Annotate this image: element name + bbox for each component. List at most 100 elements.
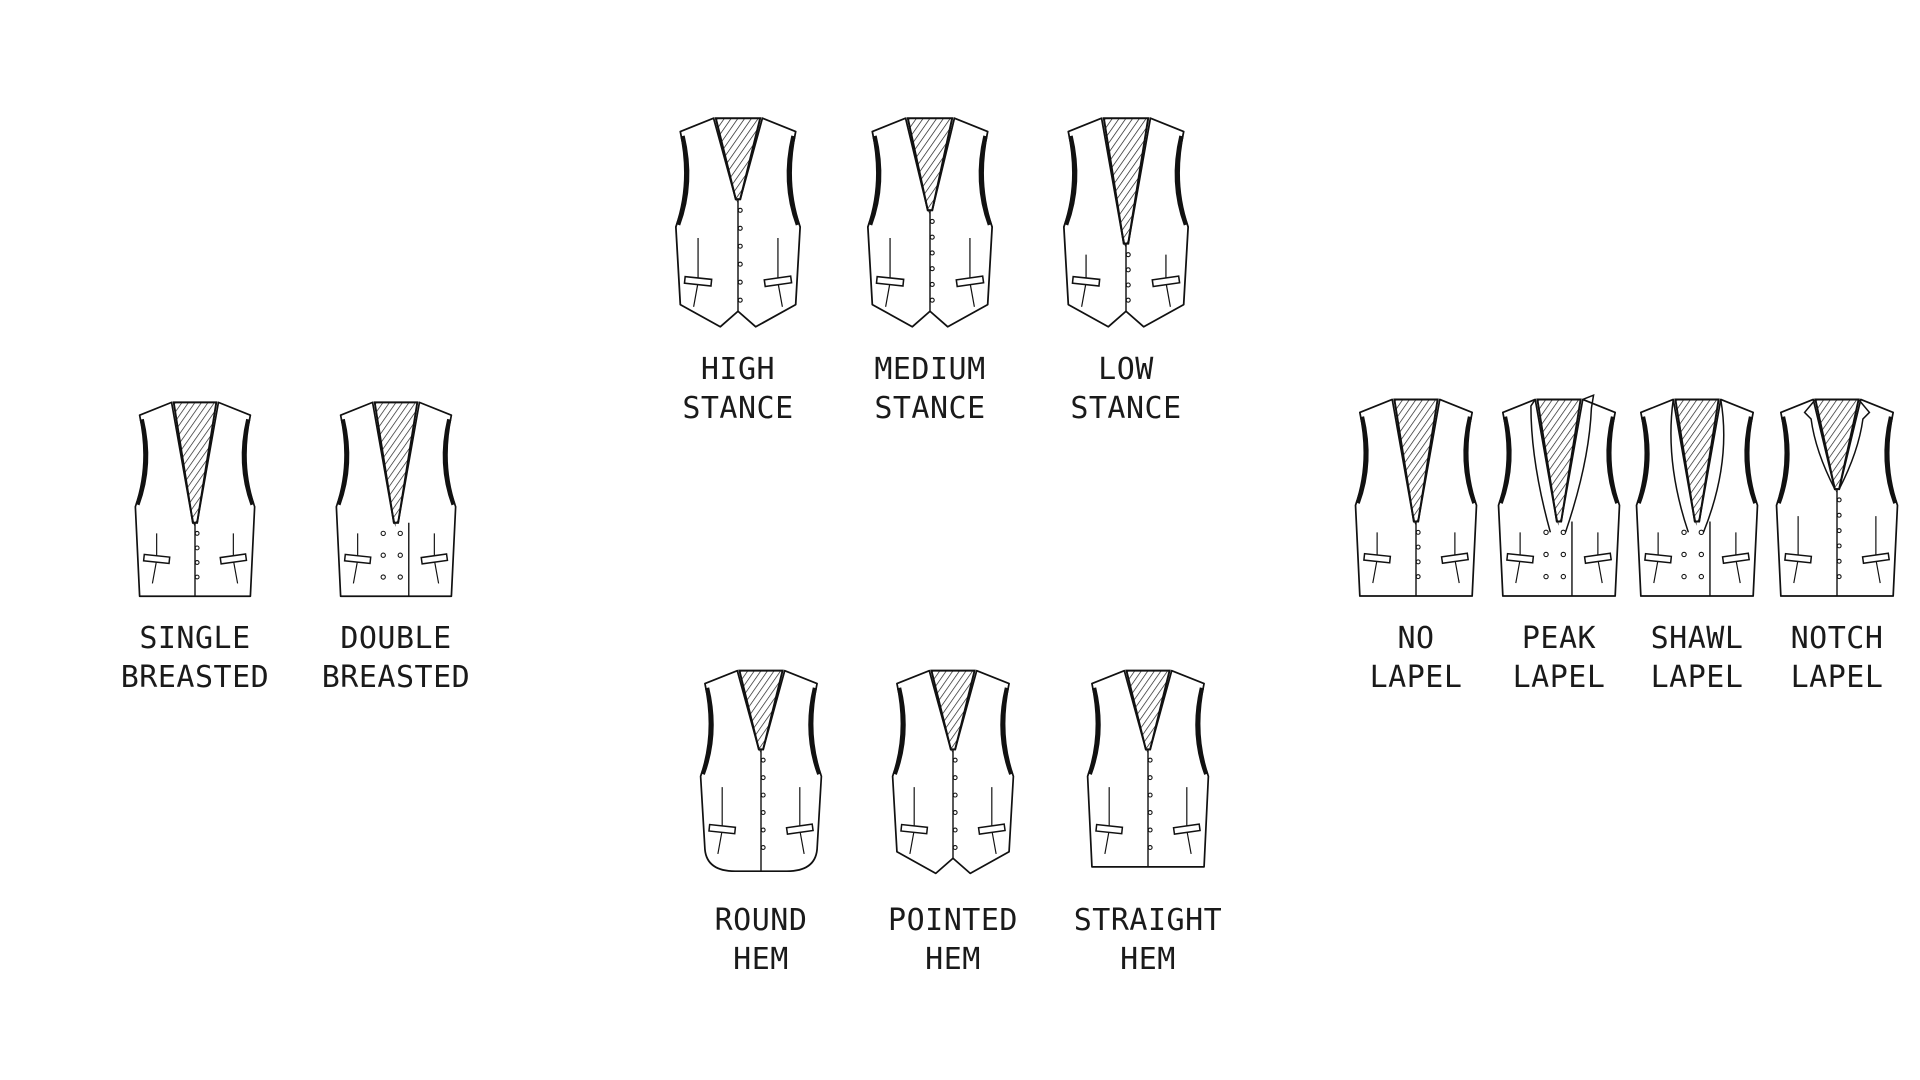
button — [1698, 551, 1705, 558]
vest-double-breasted: DOUBLE BREASTED — [296, 396, 496, 697]
button — [1147, 810, 1153, 816]
vest-illustration-icon — [1048, 653, 1248, 891]
button — [952, 844, 958, 850]
button — [1147, 827, 1153, 833]
button — [380, 530, 386, 537]
button — [1415, 529, 1421, 535]
button — [737, 225, 743, 231]
vest-label-line: NOTCH — [1790, 621, 1884, 656]
vest-label-line: LAPEL — [1512, 660, 1606, 695]
button — [929, 281, 935, 287]
vest-label-line: LAPEL — [1650, 660, 1744, 695]
button — [929, 250, 935, 256]
pocket — [1861, 552, 1891, 565]
button — [1836, 512, 1842, 518]
pocket — [1095, 823, 1124, 835]
vest-label-line: ROUND — [714, 903, 808, 938]
button — [1836, 528, 1842, 534]
button — [1125, 252, 1131, 258]
button — [737, 261, 743, 267]
pocket — [1784, 552, 1813, 564]
vest-label-line: LAPEL — [1790, 660, 1884, 695]
vest-label-line: HIGH — [700, 352, 776, 387]
button — [929, 266, 935, 272]
vest-illustration-icon — [1597, 393, 1797, 609]
button — [1125, 282, 1131, 288]
vest-label: POINTED HEM — [853, 901, 1053, 979]
vest-label-line: SHAWL — [1650, 621, 1744, 656]
button — [194, 545, 200, 551]
button — [1125, 267, 1131, 273]
vest-illustration-icon — [1459, 393, 1659, 609]
button — [1681, 573, 1687, 580]
button — [397, 552, 403, 558]
vest-label-line: POINTED — [888, 903, 1018, 938]
vest-label-line: STRAIGHT — [1073, 903, 1223, 938]
pocket — [1071, 275, 1101, 287]
button — [1698, 573, 1705, 580]
neck-hatch — [1102, 117, 1150, 245]
pocket — [785, 823, 814, 835]
vest-illustration-icon — [853, 653, 1053, 891]
vest-label-line: NO — [1397, 621, 1435, 656]
vest-illustration-icon — [1316, 393, 1516, 609]
pocket — [900, 823, 929, 835]
button — [1147, 792, 1153, 798]
button — [760, 757, 766, 763]
button — [1560, 551, 1567, 558]
button — [380, 552, 386, 558]
button — [1415, 544, 1421, 550]
button — [1698, 529, 1705, 536]
button — [760, 775, 766, 781]
pocket — [1172, 823, 1201, 835]
pocket — [343, 553, 372, 565]
button — [952, 810, 958, 816]
button — [737, 243, 743, 249]
vest-illustration-icon — [1737, 393, 1920, 609]
button — [1147, 844, 1153, 850]
vest-label-line: HEM — [925, 942, 981, 977]
button — [760, 844, 766, 850]
button — [1560, 529, 1567, 536]
neck-hatch — [1393, 398, 1439, 523]
pocket — [1583, 552, 1613, 565]
neck-hatch — [738, 669, 784, 751]
button — [1836, 543, 1842, 549]
pocket — [142, 553, 171, 565]
vest-pointed-hem: POINTED HEM — [853, 653, 1053, 979]
pocket — [708, 823, 737, 835]
pocket — [1363, 552, 1392, 564]
button — [1543, 573, 1549, 580]
button — [194, 530, 200, 536]
neck-hatch — [172, 401, 218, 524]
button — [1836, 558, 1842, 564]
button — [1415, 559, 1421, 565]
pocket — [1151, 275, 1181, 288]
pocket — [1721, 552, 1751, 565]
vest-illustration-icon — [830, 105, 1030, 340]
neck-hatch — [373, 401, 419, 524]
button — [952, 757, 958, 763]
pocket — [1440, 552, 1470, 565]
neck-hatch — [906, 117, 954, 212]
vest-label: DOUBLE BREASTED — [296, 619, 496, 697]
button — [952, 827, 958, 833]
vest-label-line: DOUBLE — [340, 621, 452, 656]
vest-label-line: LOW — [1098, 352, 1154, 387]
vest-label-line: BREASTED — [321, 660, 471, 695]
button — [760, 810, 766, 816]
pocket — [219, 553, 248, 565]
pocket — [1644, 552, 1673, 564]
button — [1415, 574, 1421, 580]
